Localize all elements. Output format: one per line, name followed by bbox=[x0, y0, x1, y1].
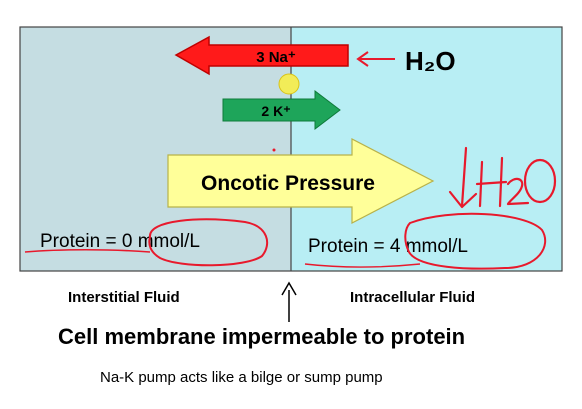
sodium-arrow-label: 3 Na⁺ bbox=[256, 49, 296, 66]
membrane-pointer-arrowhead bbox=[281, 281, 297, 296]
protein-zero-underline bbox=[24, 248, 151, 253]
membrane-caption: Cell membrane impermeable to protein bbox=[58, 324, 466, 349]
annotation-dot bbox=[272, 148, 276, 152]
handwritten-water-annotation bbox=[448, 146, 557, 209]
interstitial-compartment bbox=[20, 27, 291, 271]
intracellular-protein-label: Protein = 4 mmol/L bbox=[308, 236, 468, 257]
intracellular-compartment bbox=[291, 27, 562, 271]
protein-zero-circle bbox=[148, 218, 269, 267]
interstitial-fluid-label: Interstitial Fluid bbox=[68, 289, 180, 306]
potassium-arrow bbox=[222, 89, 341, 131]
oncotic-pressure-label: Oncotic Pressure bbox=[201, 172, 375, 195]
potassium-arrow-label: 2 K⁺ bbox=[261, 103, 290, 119]
water-label: H₂O bbox=[405, 46, 456, 76]
pump-note: Na-K pump acts like a bilge or sump pump bbox=[100, 369, 383, 386]
oncotic-pressure-arrow bbox=[167, 138, 435, 224]
sodium-arrow bbox=[174, 35, 349, 76]
protein-four-circle bbox=[404, 212, 547, 270]
sodium-potassium-pump bbox=[278, 73, 300, 95]
protein-four-underline bbox=[304, 263, 421, 268]
water-pointer-arrowhead bbox=[356, 51, 369, 67]
interstitial-protein-label: Protein = 0 mmol/L bbox=[40, 231, 200, 252]
intracellular-fluid-label: Intracellular Fluid bbox=[350, 289, 476, 306]
